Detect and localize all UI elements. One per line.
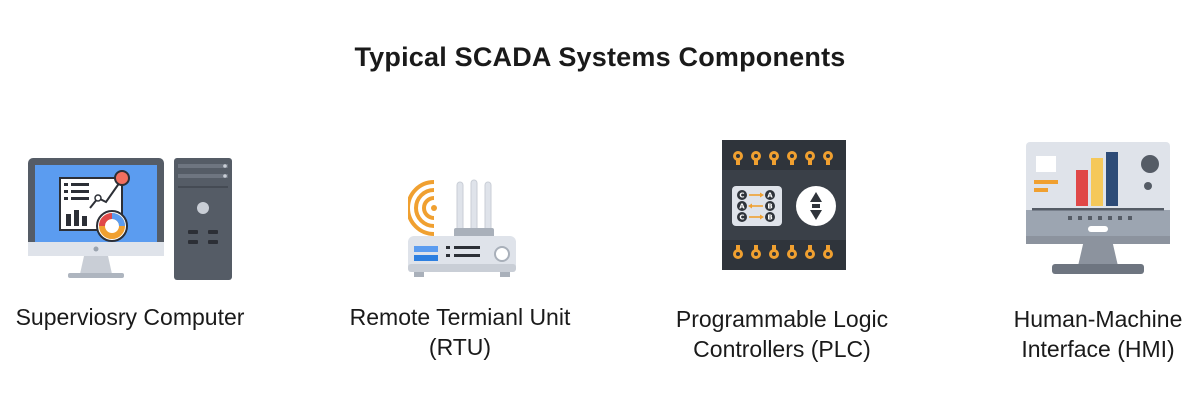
plc-key: C <box>739 192 744 200</box>
label-line: Programmable Logic <box>675 306 889 332</box>
plc-icon: C A A B C B <box>722 140 846 270</box>
hmi-monitor-icon <box>1026 142 1170 274</box>
supervisory-computer-icon <box>28 158 232 280</box>
component-label-multiline: Human-Machine Interface (HMI) <box>968 304 1200 364</box>
plc-key: A <box>739 203 745 211</box>
plc-key: B <box>767 214 772 222</box>
component-label: Superviosry Computer <box>15 304 245 330</box>
diagram-title: Typical SCADA Systems Components <box>354 42 846 72</box>
plc-key: A <box>767 192 773 200</box>
plc-key: C <box>739 214 744 222</box>
label-line: Human-Machine <box>1013 306 1183 332</box>
label-line: Controllers (PLC) <box>693 336 871 362</box>
plc-key: B <box>767 203 772 211</box>
component-label-multiline: Programmable Logic Controllers (PLC) <box>652 304 912 364</box>
rtu-router-icon <box>408 179 516 277</box>
label-line: Interface (HMI) <box>1021 336 1175 362</box>
component-label: Remote Termianl Unit (RTU) <box>349 304 571 360</box>
